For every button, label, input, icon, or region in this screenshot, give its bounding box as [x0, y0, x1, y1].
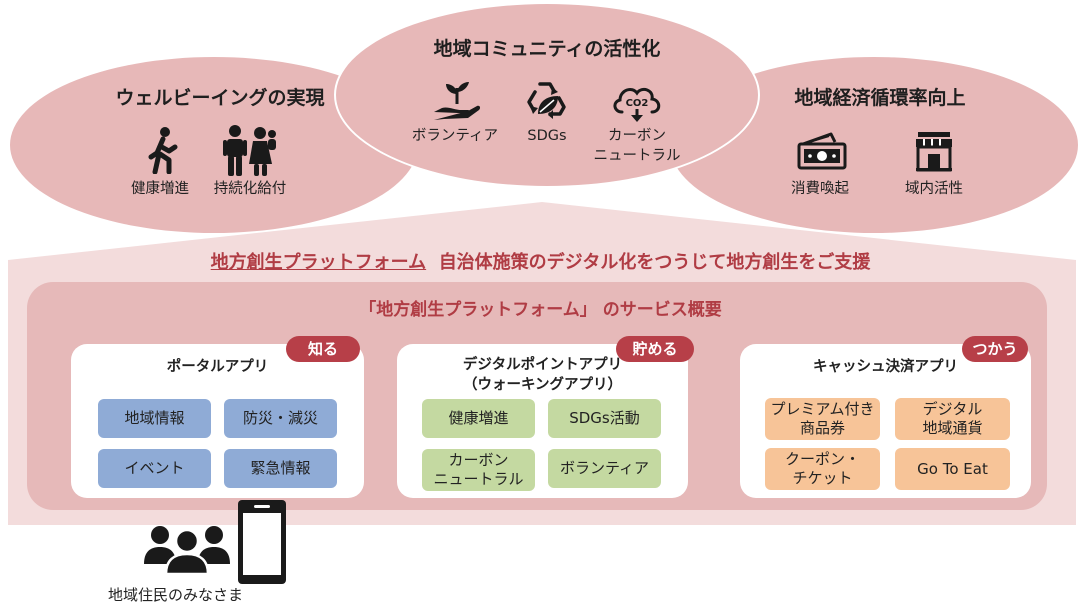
goal-title-community: 地域コミュニティの活性化 [433, 38, 661, 60]
badge-save: 貯める [616, 336, 694, 362]
recycle-leaf-icon [527, 82, 566, 119]
service-overview-title: 「地方創生プラットフォーム」 のサービス概要 [359, 300, 722, 320]
pill-emergency-info: 緊急情報 [224, 449, 337, 488]
app-card-portal: ポータルアプリ 地域情報 防災・減災 イベント 緊急情報 [71, 344, 364, 498]
pill-coupon-ticket: クーポン・ チケット [765, 448, 880, 490]
platform-headline: 地方創生プラットフォーム 自治体施策のデジタル化をつうじて地方創生をご支援 [0, 248, 1081, 274]
hand-sprout-icon [434, 82, 481, 120]
goal-title-wellbeing: ウェルビーイングの実現 [115, 87, 325, 109]
badge-use: つかう [962, 336, 1028, 362]
platform-headline-rest: 自治体施策のデジタル化をつうじて地方創生をご支援 [438, 252, 871, 273]
people-group-icon [144, 526, 230, 574]
app-card-cashless: キャッシュ決済アプリ プレミアム付き 商品券 デジタル 地域通貨 クーポン・ チ… [740, 344, 1031, 498]
label-regional-activation: 域内活性 [905, 181, 963, 197]
label-volunteer: ボランティア [411, 128, 499, 144]
label-consumption: 消費喚起 [791, 181, 849, 197]
goal-ellipse-community [334, 2, 760, 188]
pill-disaster-prevention: 防災・減災 [224, 399, 337, 438]
smartphone-icon [238, 500, 286, 584]
label-sustain-benefit: 持続化給付 [213, 181, 287, 197]
pill-digital-currency: デジタル 地域通貨 [895, 398, 1010, 440]
money-icon [797, 132, 847, 170]
pill-health: 健康増進 [422, 399, 535, 438]
pill-premium-voucher: プレミアム付き 商品券 [765, 398, 880, 440]
app-title-cashless: キャッシュ決済アプリ [813, 359, 958, 375]
label-sdgs: SDGs [527, 128, 567, 144]
pill-regional-info: 地域情報 [98, 399, 211, 438]
app-title-portal: ポータルアプリ [166, 359, 269, 375]
walking-person-icon [148, 127, 178, 174]
family-icon [223, 125, 276, 176]
co2-text: CO2 [626, 98, 649, 109]
pill-sdgs-activity: SDGs活動 [548, 399, 661, 438]
residents-label: 地域住民のみなさま [108, 586, 244, 604]
goal-title-economy: 地域経済循環率向上 [794, 87, 966, 109]
badge-know: 知る [286, 336, 360, 362]
pill-events: イベント [98, 449, 211, 488]
app-subtitle-walking: （ウォーキングアプリ） [462, 377, 623, 393]
platform-headline-main: 地方創生プラットフォーム [210, 252, 427, 273]
app-title-digital-point: デジタルポイントアプリ [462, 357, 623, 373]
co2-cloud-icon: CO2 [613, 87, 661, 122]
pill-carbon-neutral: カーボン ニュートラル [422, 449, 535, 491]
pill-go-to-eat: Go To Eat [895, 448, 1010, 490]
label-carbon-neutral: カーボン ニュートラル [593, 128, 681, 164]
pill-volunteer: ボランティア [548, 449, 661, 488]
storefront-icon [916, 132, 952, 172]
app-card-digital-point: デジタルポイントアプリ （ウォーキングアプリ） 健康増進 SDGs活動 カーボン… [397, 344, 688, 498]
label-health: 健康増進 [131, 181, 189, 197]
